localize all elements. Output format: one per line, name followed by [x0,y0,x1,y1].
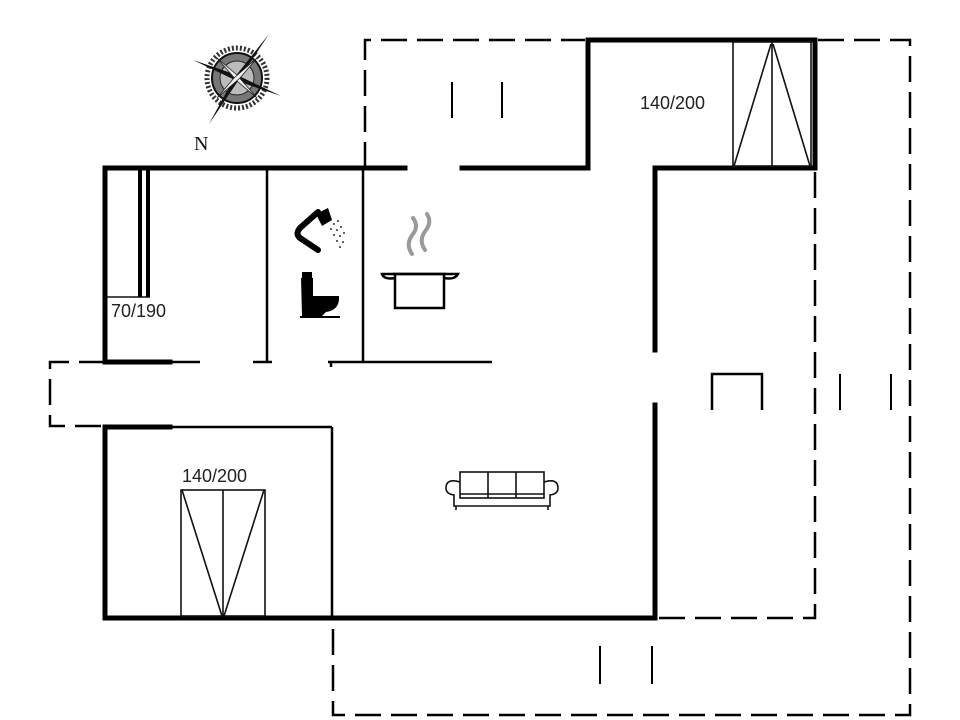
bed-size-label-top-right: 140/200 [640,93,706,113]
wall-top-left [102,165,408,363]
wall-top-right [459,37,818,353]
entrance-porch-outline [48,360,105,428]
terrace-outlines [48,38,912,717]
double-bed-icon [732,41,812,167]
terrace-top-outline [363,38,585,168]
interior-walls [170,170,492,618]
terrace-inner-outline [658,172,817,620]
bed-size-label-small-left: 70/190 [111,301,167,321]
compass-rose-icon [193,34,281,124]
table-icon [710,372,764,410]
sofa-icon [445,471,559,510]
single-bed-icon [107,170,150,298]
walls [102,37,818,621]
cooking-pot-icon [380,212,461,310]
toilet-icon [300,272,340,318]
bed-size-label-bottom-left: 140/200 [182,466,248,486]
double-bed-icon [180,489,266,617]
shower-icon [294,208,345,253]
north-label: N [194,133,209,155]
wall-bottom [102,402,658,621]
terrace-right-outline [331,38,912,717]
door-marks [451,82,892,684]
